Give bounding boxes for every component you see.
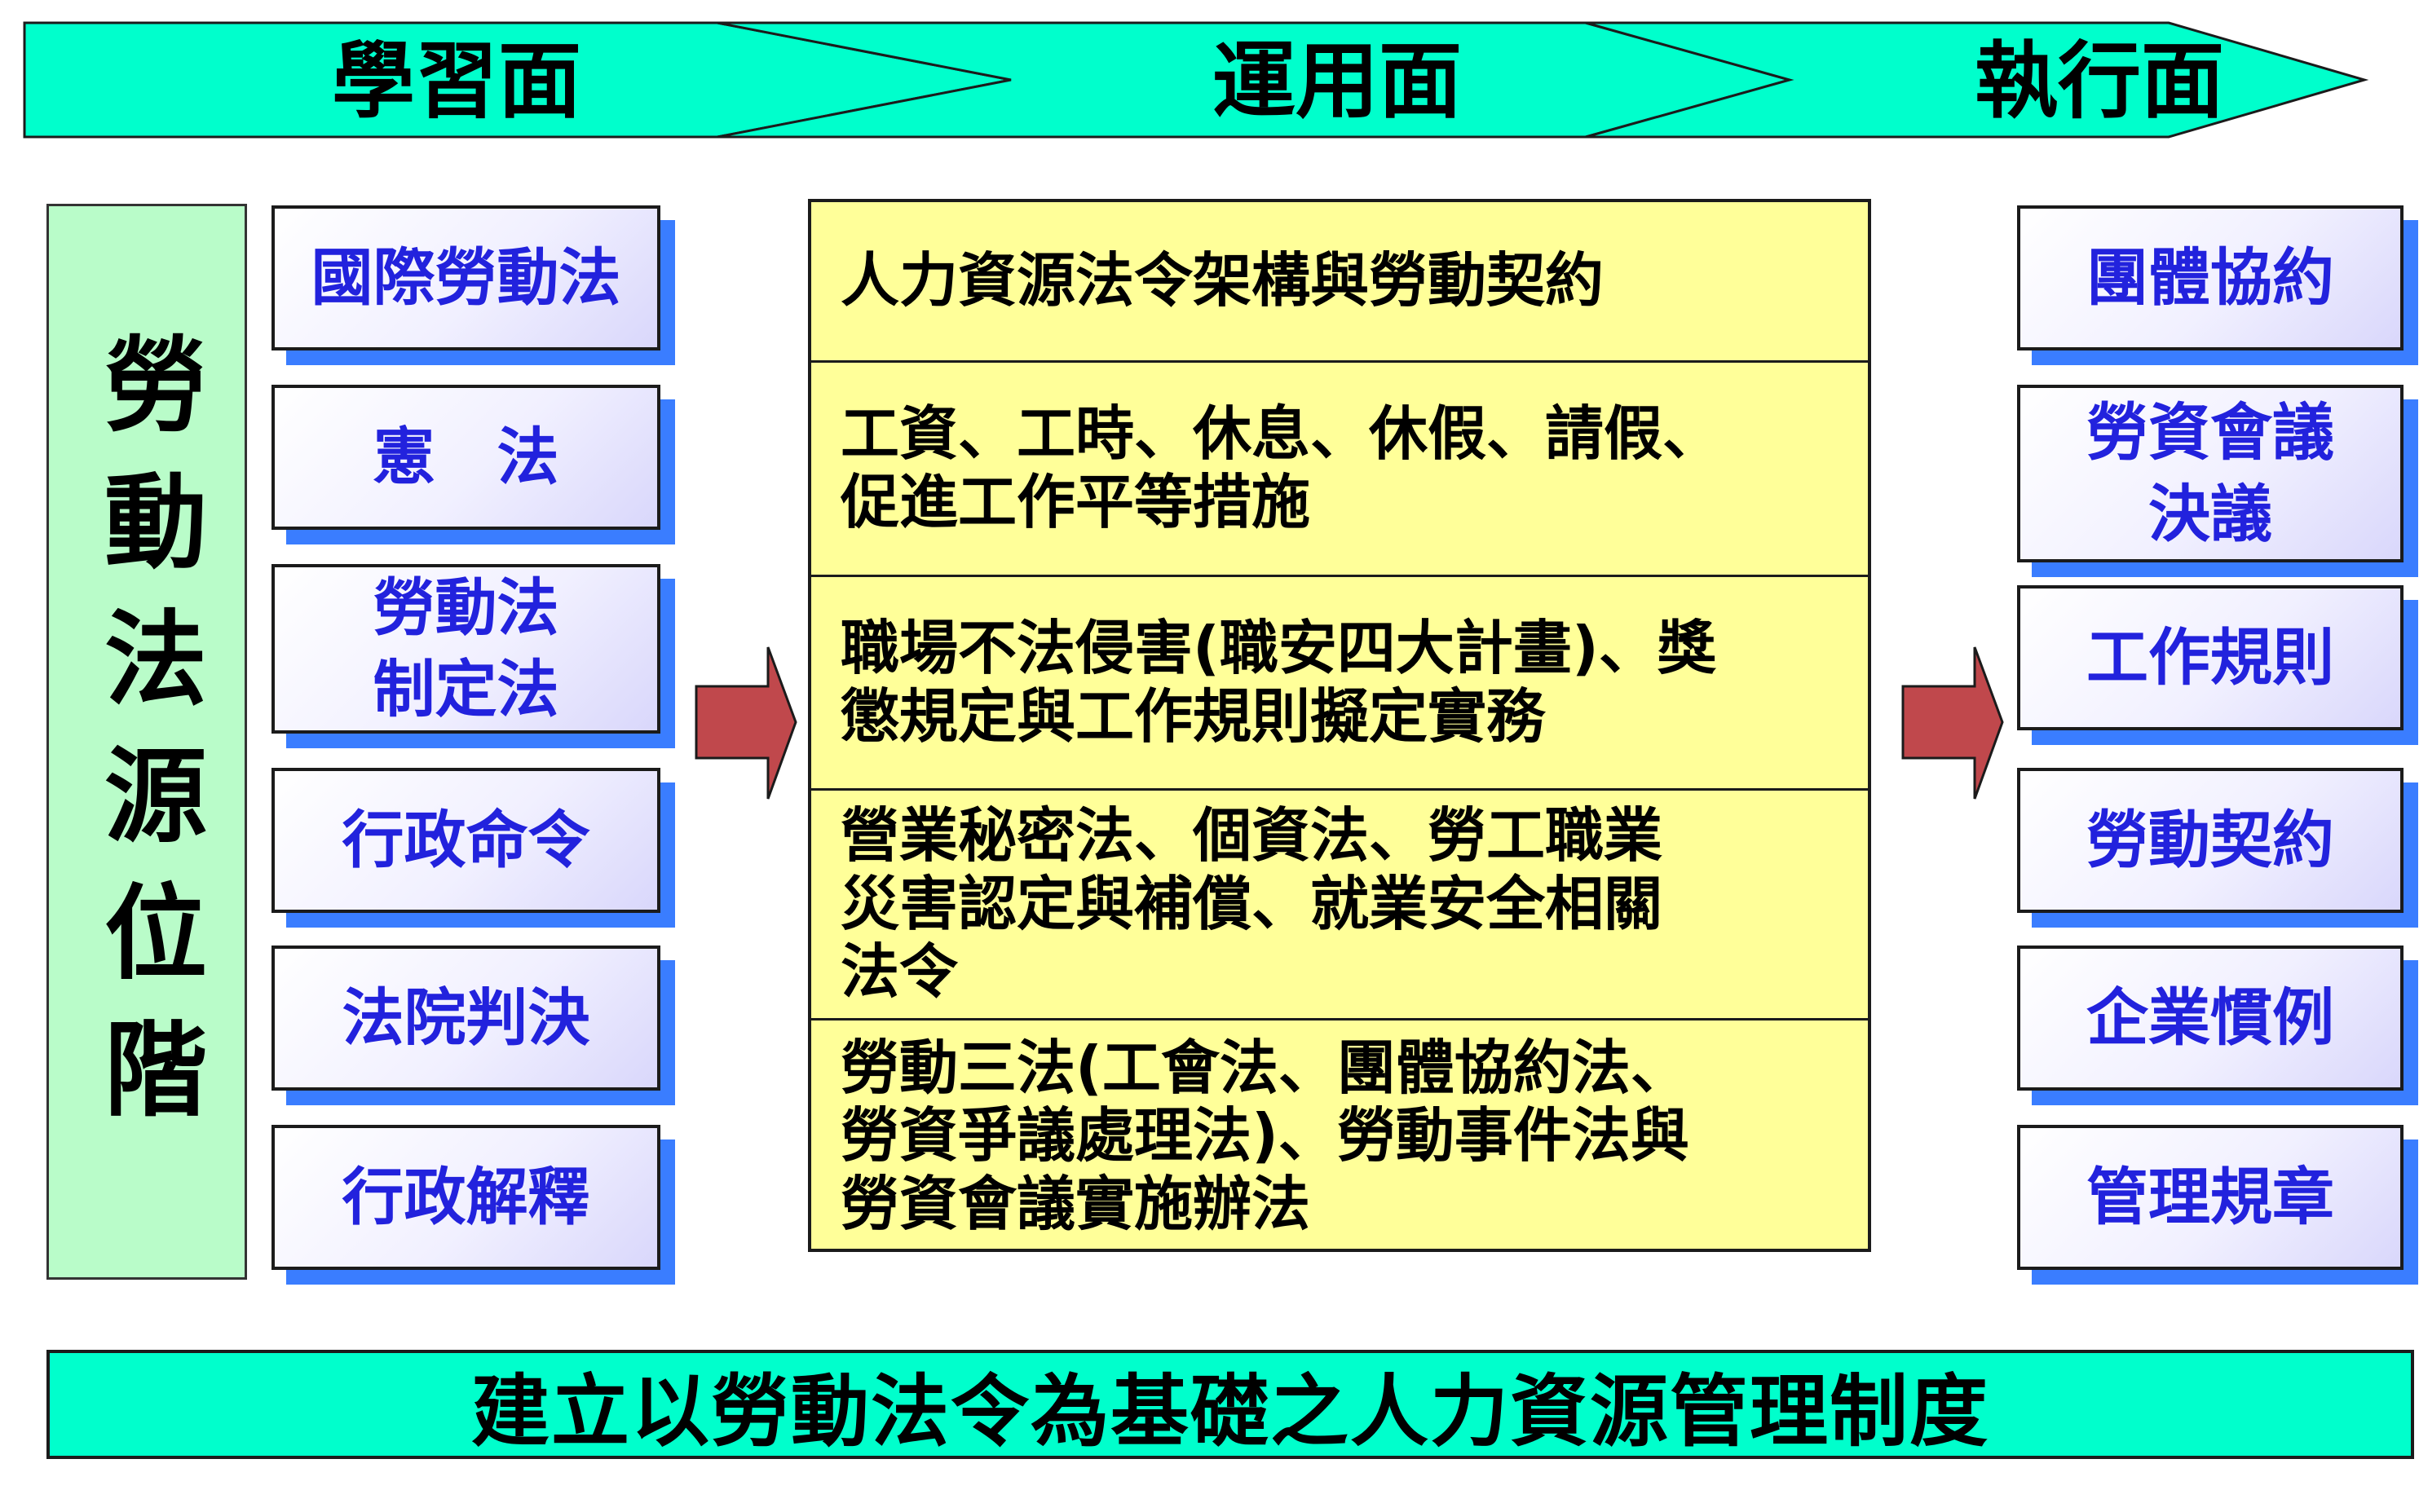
execution-label: 勞資會議 決議 xyxy=(2086,395,2334,550)
law-source-statute: 勞動法 制定法 xyxy=(271,564,660,734)
law-source-label: 行政命令 xyxy=(342,803,590,876)
right-arrow-icon xyxy=(1901,646,2004,800)
topic-text: 工資、工時、休息、休假、請假、 促進工作平等措施 xyxy=(841,399,1722,536)
conclusion-banner: 建立以勞動法令為基礎之人力資源管理制度 xyxy=(46,1350,2414,1459)
topic-row: 人力資源法令架構與勞動契約 xyxy=(811,202,1868,363)
execution-business-custom: 企業慣例 xyxy=(2017,946,2404,1091)
execution-label: 管理規章 xyxy=(2086,1160,2334,1233)
execution-label: 企業慣例 xyxy=(2086,981,2334,1054)
execution-management-regulations: 管理規章 xyxy=(2017,1125,2404,1270)
execution-label: 勞動契約 xyxy=(2086,803,2334,876)
phase-arrow-band xyxy=(23,21,2369,139)
phase-label-application: 運用面 xyxy=(1212,33,1462,130)
law-source-label: 勞動法 制定法 xyxy=(373,571,559,725)
topic-text: 勞動三法(工會法、團體協約法、 勞資爭議處理法)、勞動事件法與 勞資會議實施辦法 xyxy=(841,1033,1689,1238)
law-source-label: 國際勞動法 xyxy=(311,240,621,314)
phase-arrow-execution xyxy=(1585,21,2369,139)
law-source-court-ruling: 法院判決 xyxy=(271,946,660,1091)
topic-row: 職場不法侵害(職安四大計畫)、獎 懲規定與工作規則擬定實務 xyxy=(811,577,1868,791)
law-source-hierarchy-title: 勞動法源位階 xyxy=(87,331,207,1153)
execution-labor-contract: 勞動契約 xyxy=(2017,768,2404,913)
right-arrow-icon xyxy=(695,646,797,800)
law-source-administrative-interpretation: 行政解釋 xyxy=(271,1125,660,1270)
law-source-constitution: 憲 法 xyxy=(271,385,660,530)
law-source-label: 憲 法 xyxy=(373,420,559,493)
law-source-hierarchy-bar: 勞動法源位階 xyxy=(46,204,247,1280)
topic-row: 勞動三法(工會法、團體協約法、 勞資爭議處理法)、勞動事件法與 勞資會議實施辦法 xyxy=(811,1020,1868,1252)
law-source-label: 行政解釋 xyxy=(342,1160,590,1233)
law-source-label: 法院判決 xyxy=(342,981,590,1054)
execution-label: 工作規則 xyxy=(2086,620,2334,694)
execution-labor-management-resolution: 勞資會議 決議 xyxy=(2017,385,2404,562)
topic-text: 營業秘密法、個資法、勞工職業 災害認定與補償、就業安全相關 法令 xyxy=(841,801,1663,1007)
execution-collective-agreement: 團體協約 xyxy=(2017,205,2404,350)
execution-work-rules: 工作規則 xyxy=(2017,585,2404,730)
law-source-international: 國際勞動法 xyxy=(271,205,660,350)
phase-label-execution: 執行面 xyxy=(1975,33,2224,130)
topic-text: 職場不法侵害(職安四大計畫)、獎 懲規定與工作規則擬定實務 xyxy=(841,613,1716,751)
law-source-administrative-order: 行政命令 xyxy=(271,768,660,913)
topic-text: 人力資源法令架構與勞動契約 xyxy=(841,246,1605,315)
application-topics-table: 人力資源法令架構與勞動契約 工資、工時、休息、休假、請假、 促進工作平等措施 職… xyxy=(808,199,1871,1252)
topic-row: 工資、工時、休息、休假、請假、 促進工作平等措施 xyxy=(811,363,1868,577)
phase-label-learning: 學習面 xyxy=(332,33,581,130)
execution-label: 團體協約 xyxy=(2086,240,2334,314)
topic-row: 營業秘密法、個資法、勞工職業 災害認定與補償、就業安全相關 法令 xyxy=(811,791,1868,1020)
